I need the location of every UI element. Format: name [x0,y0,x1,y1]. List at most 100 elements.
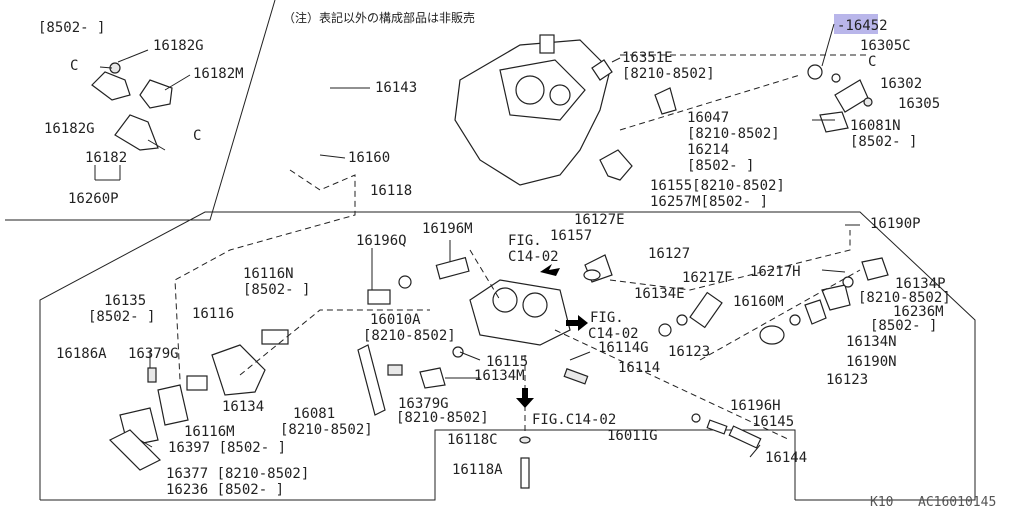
label-16127: 16127 [648,246,690,262]
label-16214: 16214 [687,142,729,158]
label-16397: 16397 [8502- ] [168,440,286,456]
arrow-icon [516,388,534,408]
sleeve-16116N [261,329,289,345]
label-16116M: 16116M [184,424,235,440]
carburetor-throat [515,75,545,105]
label-16182G-a: 16182G [153,38,204,54]
label-fig1: FIG. [508,233,542,249]
screw-16186A [147,367,157,383]
washer-16118C [519,436,531,444]
label-16134E: 16134E [634,286,685,302]
left-lower-cluster [108,344,464,471]
label-16305: 16305 [898,96,940,112]
dash-line [554,329,791,441]
label-16196Q: 16196Q [356,233,407,249]
main-frame-bottom [40,429,796,501]
leader-lines [99,23,860,458]
label-16379G: 16379G [128,346,179,362]
footer-model: K10 [870,495,893,510]
label-16118A: 16118A [452,462,503,478]
label-16116N-range: [8502- ] [243,282,310,298]
spring-16145 [706,419,728,435]
spring-16157 [583,269,601,281]
label-C-a: C [70,58,78,74]
washer-part [831,73,841,83]
label-16214-range: [8502- ] [687,158,754,174]
label-8502: [8502- ] [38,20,105,36]
label-16257M: 16257M[8502- ] [650,194,768,210]
label-16123-b: 16123 [826,372,868,388]
sleeve-16217F [689,291,723,329]
dash-line [174,169,356,381]
label-16190N: 16190N [846,354,897,370]
label-16217H: 16217H [750,264,801,280]
label-16114G: 16114G [598,340,649,356]
label-16134P: 16134P [895,276,946,292]
label-16351E: 16351E [622,50,673,66]
label-16081N-range: [8502- ] [850,134,917,150]
spring-part [807,64,823,80]
right-top-cluster [807,64,873,133]
label-16155: 16155[8210-8502] [650,178,785,194]
label-16236M: 16236M [893,304,944,320]
lever-16134N [821,284,851,311]
label-fig3: FIG.C14-02 [532,412,616,428]
leader-line [147,139,166,151]
screw-16144 [728,425,762,449]
label-16236M-range: [8502- ] [870,318,937,334]
dash-line [699,269,861,361]
washer-16123b [789,314,801,326]
label-16134P-range: [8210-8502] [858,290,951,306]
note-text: （注）表記以外の構成部品は非販売 [283,10,475,25]
bracket-16377 [108,429,162,471]
label-16135: 16135 [104,293,146,309]
label-16134N: 16134N [846,334,897,350]
screw-16115 [452,346,464,358]
dash-line [609,230,851,291]
right-middle-cluster [583,254,889,345]
label-16379G-b: 16379G [398,396,449,412]
label-16182M: 16182M [193,66,244,82]
label-16081: 16081 [293,406,335,422]
carburetor-top-body [454,34,677,186]
label-16160M: 16160M [733,294,784,310]
label-16047: 16047 [687,110,729,126]
carburetor-boss [539,34,555,54]
label-16118: 16118 [370,183,412,199]
inset-parts [91,62,173,181]
lever-16302 [834,79,869,113]
arrow-icon [566,315,588,331]
label-16135-range: [8502- ] [88,309,155,325]
lever-16134P [861,257,889,281]
bracket-16155 [599,149,633,181]
footer-code: AC16010145 [918,495,996,510]
solenoid-16196M [435,256,470,280]
carburetor-throat [549,84,571,106]
throttle-bore [492,287,518,313]
label-C-c: C [868,54,876,70]
label-16217F: 16217F [682,270,733,286]
label-16134M: 16134M [474,368,525,384]
screw-16379G [387,364,403,376]
washer-part [398,275,412,289]
label-16010A: 16010A [370,312,421,328]
valve-16196Q [367,289,391,305]
bracket-16351E [591,59,613,81]
label-fig2-ref: C14-02 [588,326,639,342]
label-16134: 16134 [222,399,264,415]
label-16116N: 16116N [243,266,294,282]
label-16160: 16160 [348,150,390,166]
label-16196M: 16196M [422,221,473,237]
label-16351E-range: [8210-8502] [622,66,715,82]
lever-16190N [804,299,827,325]
highlight-box [834,14,878,34]
bracket-part [91,71,131,101]
bracket-part [139,79,173,109]
label-fig2: FIG. [590,310,624,326]
ring-16196H [691,413,701,423]
lever-16134M [419,367,446,389]
label-16190P: 16190P [870,216,921,232]
label-16182: 16182 [85,150,127,166]
screw-16118A [520,457,530,489]
